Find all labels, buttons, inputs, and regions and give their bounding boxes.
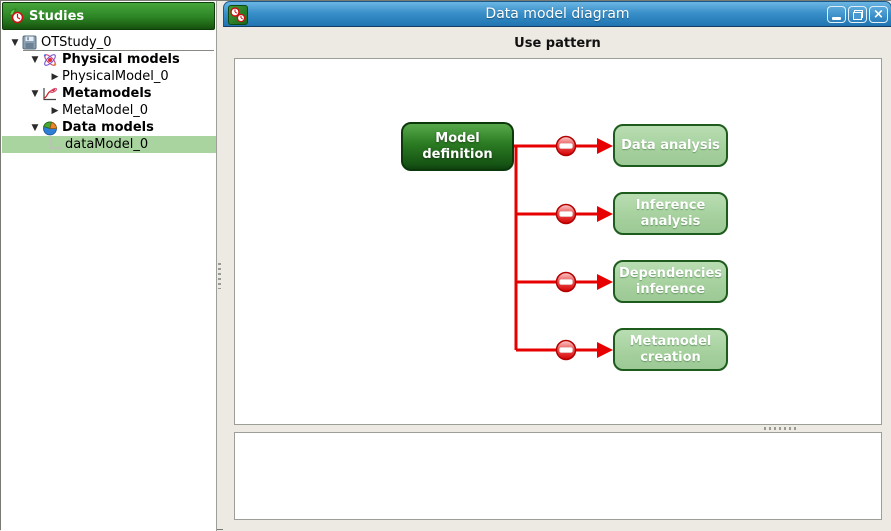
app-logo-icon (8, 8, 24, 24)
tree-item-label: MetaModel_0 (62, 103, 149, 118)
tree-item-data-models[interactable]: ▼ Data models (2, 119, 216, 136)
forbidden-icon (555, 271, 577, 293)
window-app-icon (228, 5, 248, 25)
expander-icon[interactable]: ▶ (51, 105, 59, 116)
node-data-analysis[interactable]: Data analysis (613, 124, 728, 167)
tree-branch-line (50, 136, 62, 149)
study-row-underline (23, 50, 214, 51)
tree-item-datamodel0-selected[interactable]: dataModel_0 (2, 136, 216, 153)
tree-item-label: Data models (62, 120, 154, 135)
forbidden-icon (555, 135, 577, 157)
studies-panel-header: Studies (2, 2, 215, 30)
metamodel-curve-icon (42, 86, 58, 102)
node-metamodel-creation[interactable]: Metamodel creation (613, 328, 728, 371)
window-title: Data model diagram (485, 6, 630, 22)
expander-icon[interactable]: ▼ (11, 37, 19, 48)
diagram-connectors (514, 135, 613, 361)
expander-icon[interactable]: ▼ (31, 54, 39, 65)
pie-chart-icon (42, 120, 58, 136)
expander-icon[interactable]: ▶ (51, 71, 59, 82)
horizontal-splitter-handle[interactable] (764, 427, 796, 430)
use-pattern-diagram-area: Model definition Data analysis Inference… (234, 58, 882, 425)
expander-icon[interactable]: ▼ (31, 88, 39, 99)
node-inference-analysis[interactable]: Inference analysis (613, 192, 728, 235)
node-dependencies-inference[interactable]: Dependencies inference (613, 260, 728, 303)
atom-icon (42, 52, 58, 68)
restore-button[interactable] (848, 6, 867, 23)
node-model-definition[interactable]: Model definition (401, 122, 514, 171)
description-panel (234, 432, 882, 520)
minimize-icon (832, 16, 841, 20)
forbidden-icon (555, 203, 577, 225)
minimize-button[interactable] (827, 6, 846, 23)
tree-item-label: PhysicalModel_0 (62, 69, 169, 84)
close-button[interactable]: × (869, 6, 888, 23)
floppy-disk-icon (22, 35, 37, 50)
studies-tree: ▼ OTStudy_0 ▼ (2, 34, 216, 153)
tree-item-physical-models[interactable]: ▼ Physical models (2, 51, 216, 68)
data-model-diagram-window: Data model diagram × Use pattern (223, 1, 891, 531)
vertical-splitter-handle[interactable] (218, 263, 221, 289)
tree-item-label: dataModel_0 (65, 137, 149, 152)
expander-icon[interactable]: ▼ (31, 122, 39, 133)
tree-item-label: Physical models (62, 52, 180, 67)
restore-icon (852, 9, 863, 20)
tree-item-metamodel0[interactable]: ▶ MetaModel_0 (2, 102, 216, 119)
use-pattern-heading: Use pattern (514, 36, 601, 51)
studies-panel-title: Studies (29, 8, 85, 24)
tree-item-physicalmodel0[interactable]: ▶ PhysicalModel_0 (2, 68, 216, 85)
tree-item-label: OTStudy_0 (41, 35, 112, 50)
studies-panel: Studies ▼ OTStudy_0 ▼ (1, 1, 217, 531)
tree-item-otstudy[interactable]: ▼ OTStudy_0 (2, 34, 216, 51)
forbidden-icon (555, 339, 577, 361)
tree-item-label: Metamodels (62, 86, 152, 101)
close-icon: × (873, 7, 884, 22)
tree-item-metamodels[interactable]: ▼ Metamodels (2, 85, 216, 102)
window-titlebar[interactable]: Data model diagram × (223, 1, 891, 27)
